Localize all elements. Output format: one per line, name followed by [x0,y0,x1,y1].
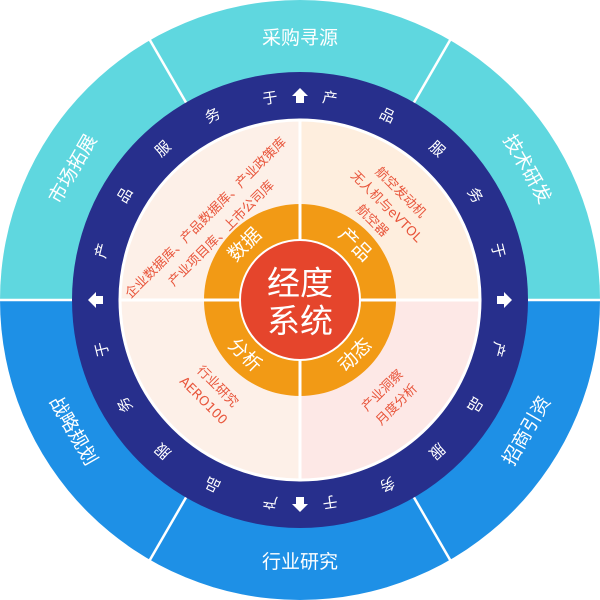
segment-label-procurement: 采购寻源 [262,27,338,49]
service-ring-char: 产 [321,88,338,108]
arrow-down-icon [292,497,308,512]
core-circle [239,239,361,361]
arrow-right-icon [497,292,512,308]
outer-divider-top-left [147,37,189,105]
service-ring-char: 于 [261,88,278,108]
service-ring-char: 于 [92,340,113,359]
service-ring-char: 品 [202,473,223,496]
outer-ring-dividers [0,37,600,563]
service-ring-char: 产 [92,241,113,260]
service-ring-char: 务 [202,104,223,127]
service-ring-char: 产 [487,340,508,359]
core-title-line-1: 经度 [267,264,333,303]
segment-label-industry-research: 行业研究 [262,551,338,573]
service-ring-char: 于 [321,492,338,512]
arrow-up-icon [292,88,308,103]
service-ring-char: 产 [261,492,278,512]
service-ring-char: 品 [377,104,398,127]
outer-divider-top-right [411,37,453,105]
outer-divider-bottom-right [411,495,453,563]
service-ring-char: 于 [487,241,508,260]
arrow-left-icon [88,292,103,308]
middle-ring-gaps [202,202,398,398]
outer-divider-bottom-left [147,495,189,563]
service-ring-char: 务 [377,473,398,496]
core-title-line-2: 系统 [267,302,333,341]
